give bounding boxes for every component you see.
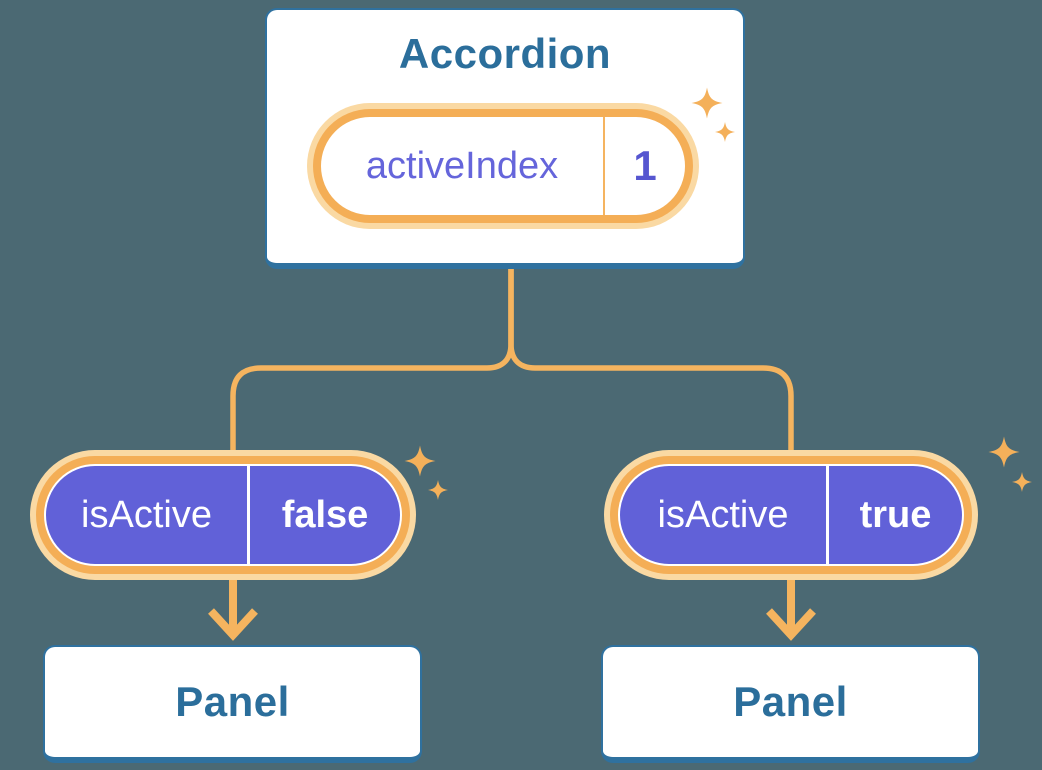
arrow-head-right [766,608,816,641]
sparkle-icon [1012,472,1032,492]
state-pill-label: activeIndex [365,144,559,187]
prop-pill-left-label: isActive [81,493,212,536]
prop-pill-isactive-true: isActive true [604,450,978,580]
prop-pill-right-ring: isActive true [610,456,972,574]
prop-pill-left-value: false [281,493,369,536]
prop-pill-left-core: isActive false [44,464,402,566]
prop-pill-right-value: true [859,493,932,536]
state-pill-core: activeIndex 1 [321,117,685,215]
panel-card-right: Panel [601,645,980,763]
branch-connector-left [230,260,514,462]
panel-card-left: Panel [43,645,422,763]
prop-pill-left-divider [247,466,250,564]
panel-right-title: Panel [733,678,848,725]
sparkle-icon [428,480,448,500]
prop-pill-isactive-false: isActive false [30,450,416,580]
accordion-component-card: Accordion activeIndex 1 [265,8,745,269]
prop-pill-left-ring: isActive false [36,456,410,574]
prop-pill-right-label: isActive [657,493,789,536]
state-pill-value: 1 [633,142,657,189]
state-pill-divider [603,117,605,215]
prop-pill-right-core: isActive true [618,464,964,566]
accordion-title: Accordion [398,30,612,77]
prop-pill-right-divider [826,466,829,564]
arrow-head-left [208,608,258,641]
state-pill-activeindex: activeIndex 1 [307,103,699,229]
branch-connector-right [508,260,794,462]
panel-left-title: Panel [175,678,290,725]
sparkle-icon [404,445,436,477]
sparkle-icon [988,436,1020,468]
state-pill-ring: activeIndex 1 [313,109,693,223]
